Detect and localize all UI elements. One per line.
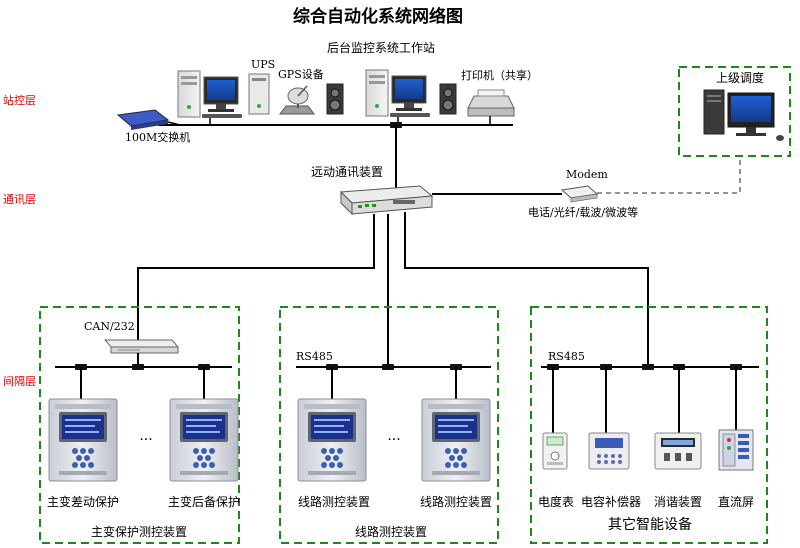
upper-dispatch-pc-icon [703,89,784,141]
workstation-center-icon [365,69,431,118]
harmonic-eliminator-icon [654,432,702,470]
group-other-box [530,306,768,544]
link-to-main-transformer [137,214,375,340]
capacitor-compensator-icon [588,432,630,470]
upper-dispatch-label: 上级调度 [716,70,764,85]
ellipsis: ··· [387,432,400,448]
relay-main-backup-icon [169,398,239,482]
upper-dispatch-box [678,66,791,157]
can232-label: CAN/232 [84,320,135,333]
ups-icon [248,73,270,115]
group-caption-line: 线路测控装置 [355,524,427,539]
rs485-label-line: RS485 [296,350,333,363]
energy-meter-icon [542,432,568,470]
remote-comm-device-icon [339,185,434,216]
device-label-energy-meter: 电度表 [538,494,574,509]
layer-label-bay: 间隔层 [3,375,36,388]
switch-label: 100M交换机 [125,130,190,144]
device-label-main-backup: 主变后备保护 [168,494,240,509]
gps-label: GPS设备 [278,67,324,81]
link-to-other-group [404,212,649,367]
layer-label-comm: 通讯层 [3,193,36,206]
relay-line-b-icon [421,398,491,482]
group-line-box [279,306,499,544]
ellipsis: ··· [139,432,152,448]
relay-main-diff-icon [48,398,118,482]
rs485-label-other: RS485 [548,350,585,363]
page-title: 综合自动化系统网络图 [293,6,463,27]
can232-converter-icon [103,339,180,354]
speaker-left-icon [326,83,344,115]
device-label-line-a: 线路测控装置 [298,494,370,509]
group-caption-other: 其它智能设备 [608,516,692,533]
group-caption-main-transformer: 主变保护测控装置 [91,524,187,539]
group-main-transformer-box [39,306,240,544]
speaker-right-icon [439,83,457,115]
modem-label: Modem [566,168,608,181]
printer-label: 打印机（共享） [461,68,538,82]
bus-tap [642,364,654,370]
device-label-line-b: 线路测控装置 [420,494,492,509]
device-label-main-diff: 主变差动保护 [47,494,119,509]
modem-to-dispatch-link [597,156,741,194]
layer-label-station: 站控层 [3,93,36,107]
workstation-label: 后台监控系统工作站 [327,40,435,55]
gps-icon [279,85,315,115]
bus-tap [382,364,394,370]
remote-comm-label: 远动通讯装置 [311,165,383,179]
device-label-capacitor: 电容补偿器 [581,494,641,509]
printer-icon [467,89,515,117]
modem-media-label: 电话/光纤/载波/微波等 [528,205,638,219]
dc-panel-icon [718,429,754,471]
relay-line-a-icon [297,398,367,482]
ups-label: UPS [251,58,275,71]
workstation-left-icon [177,70,243,119]
device-label-dc-panel: 直流屏 [718,495,754,509]
bus-tap [132,364,144,370]
device-label-harmonic: 消谐装置 [654,495,702,509]
modem-icon [560,185,599,203]
switch-icon [116,109,181,130]
